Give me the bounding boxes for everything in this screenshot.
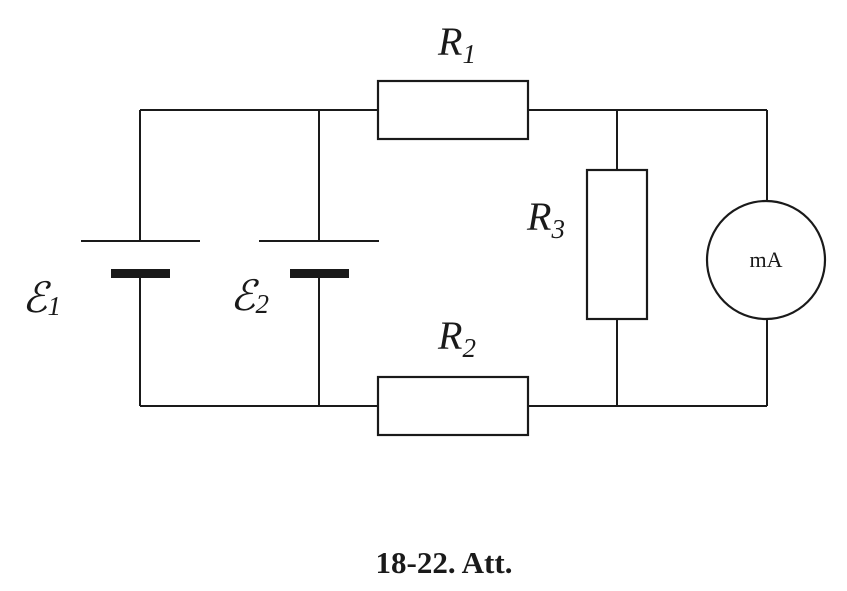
label-r2-symbol: R: [437, 313, 462, 358]
battery-emf2-short-plate: [290, 269, 349, 278]
battery-emf2: [259, 240, 379, 278]
label-emf2: ℰ2: [230, 274, 269, 320]
milliammeter: mA: [705, 199, 827, 321]
label-emf1-symbol: ℰ: [22, 276, 52, 322]
label-r2-subscript: 2: [462, 333, 476, 363]
resistor-r2: [376, 375, 530, 437]
label-r1-symbol: R: [437, 19, 462, 64]
label-emf1-subscript: 1: [47, 291, 61, 321]
milliammeter-label: mA: [750, 247, 783, 272]
resistor-r3: [585, 168, 649, 321]
figure-caption: 18-22. Att.: [376, 545, 513, 580]
resistor-r1: [376, 79, 530, 141]
battery-emf1: [81, 240, 200, 278]
label-emf1: ℰ1: [22, 276, 61, 322]
label-r3: R3: [526, 194, 565, 244]
label-r2: R2: [437, 313, 476, 363]
battery-emf1-short-plate: [111, 269, 170, 278]
label-r3-subscript: 3: [550, 214, 565, 244]
label-r1: R1: [437, 19, 476, 69]
wires: [139, 109, 768, 407]
label-r3-symbol: R: [526, 194, 551, 239]
label-r1-subscript: 1: [462, 39, 476, 69]
label-emf2-subscript: 2: [255, 289, 269, 319]
label-emf2-symbol: ℰ: [230, 274, 260, 320]
milliammeter-circle: [705, 199, 827, 321]
